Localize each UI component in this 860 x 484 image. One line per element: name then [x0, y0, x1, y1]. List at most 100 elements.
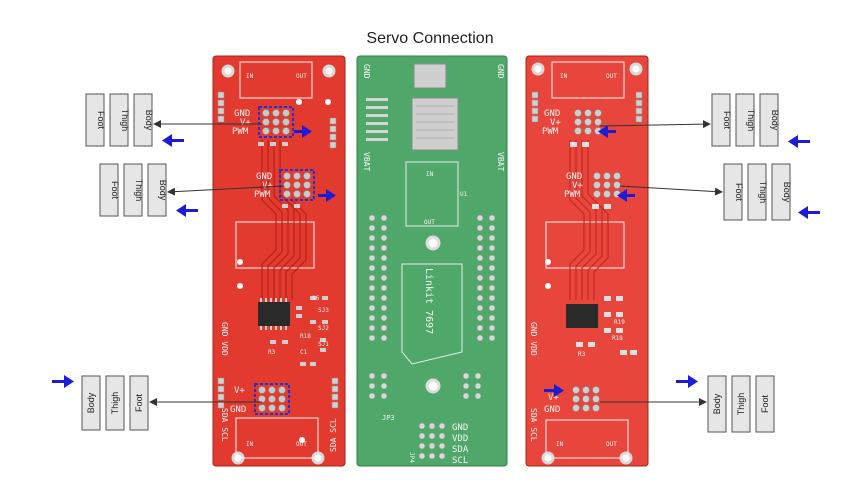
svg-text:Thigh: Thigh	[120, 109, 130, 132]
svg-text:Foot: Foot	[96, 111, 106, 130]
svg-text:Thigh: Thigh	[736, 393, 746, 416]
servo-label-group-right-2: Foot Thigh Body	[723, 163, 792, 221]
servo-box-thigh	[747, 163, 767, 221]
servo-box-body	[771, 163, 791, 221]
servo-box-thigh	[731, 375, 751, 433]
svg-text:Foot: Foot	[734, 183, 744, 202]
svg-text:GND: GND	[234, 109, 250, 119]
svg-text:GND VDD: GND VDD	[529, 322, 538, 356]
svg-text:Body: Body	[158, 180, 168, 201]
svg-text:R3: R3	[578, 351, 586, 358]
connector-line	[167, 185, 285, 196]
servo-label-group-left-2: Foot Thigh Body	[99, 163, 168, 217]
servo-header-5: GND V+ PWM	[564, 172, 621, 209]
svg-text:SDA SCL: SDA SCL	[529, 408, 538, 442]
servo-box-body	[759, 93, 779, 147]
blue-arrow-icon	[162, 134, 184, 147]
silk-ref: JP3	[382, 414, 395, 422]
silk-side-label: SDA SCL	[220, 408, 229, 442]
servo-box-foot	[755, 375, 775, 433]
blue-arrow-icon	[318, 189, 336, 202]
connector-line	[619, 185, 723, 196]
silk-ref: C1	[300, 349, 308, 356]
mounting-hole	[531, 62, 545, 76]
silk-ref: 16	[312, 295, 320, 302]
blue-arrow-icon	[598, 125, 616, 138]
blue-arrow-icon	[676, 375, 698, 388]
servo-label-group-right-1: Foot Thigh Body	[711, 93, 780, 147]
servo-label-group-left-1: Foot Thigh Body	[85, 93, 154, 147]
servo-header-2: GND V+ PWM	[254, 169, 315, 208]
svg-text:GND: GND	[256, 172, 272, 182]
silk-side-label: SDA SCL	[329, 418, 338, 452]
voltage-regulator	[413, 63, 447, 89]
silk-ref: JP4	[408, 452, 415, 463]
servo-box-thigh	[105, 375, 125, 431]
svg-text:PWM: PWM	[232, 127, 249, 137]
mounting-hole	[425, 235, 441, 251]
svg-text:GND: GND	[544, 109, 560, 119]
mounting-hole	[325, 99, 331, 105]
servo-label-group-left-3: Body Thigh Foot	[81, 375, 149, 431]
svg-text:Body: Body	[144, 110, 154, 131]
svg-text:V+: V+	[240, 118, 251, 128]
silk-gnd-label: GND	[496, 64, 505, 79]
svg-text:Body: Body	[782, 182, 792, 203]
connector-line	[599, 120, 711, 129]
svg-text:Thigh: Thigh	[134, 179, 144, 202]
voltage-regulator	[411, 97, 459, 151]
svg-text:Thigh: Thigh	[110, 392, 120, 415]
servo-box-foot	[711, 93, 731, 147]
blue-arrow-icon	[176, 204, 198, 217]
blue-arrow-icon	[798, 206, 820, 219]
silk-ref: R18	[300, 333, 311, 340]
silk-ref: SJ2	[318, 325, 329, 332]
svg-text:Foot: Foot	[760, 394, 770, 413]
svg-text:Foot: Foot	[134, 393, 144, 412]
servo-box-foot	[99, 163, 119, 217]
servo-box-foot	[723, 163, 743, 221]
silk-in-label: IN	[426, 171, 434, 178]
chip-ic	[566, 304, 598, 328]
mounting-hole	[296, 99, 302, 105]
silk-out-label: OUT	[296, 441, 307, 448]
silk-ref: U1	[460, 191, 468, 198]
right-red-pcb: IN OUT IN OUT R19 R18 R3 GND VDD SD	[525, 55, 649, 467]
servo-box-thigh	[735, 93, 755, 147]
servo-header-6: V+ GND	[544, 386, 600, 415]
svg-text:Body: Body	[770, 110, 780, 131]
servo-box-foot	[129, 375, 149, 431]
silk-in-label: IN	[246, 441, 254, 448]
svg-text:PWM: PWM	[542, 127, 559, 137]
svg-text:OUT: OUT	[606, 441, 617, 448]
silk-vbat-label: VBAT	[496, 152, 505, 171]
mounting-hole	[629, 62, 643, 76]
silk-scl-label: SCL	[452, 456, 468, 466]
silk-side-label: GND VDD	[220, 322, 229, 356]
svg-text:IN: IN	[556, 441, 564, 448]
blue-arrow-icon	[294, 125, 312, 138]
servo-label-group-right-3: Body Thigh Foot	[707, 375, 775, 433]
blue-arrow-icon	[617, 189, 635, 202]
silk-ref: SJ3	[318, 307, 329, 314]
svg-text:OUT: OUT	[606, 73, 617, 80]
center-green-pcb: GND GND VBAT VBAT IN OUT U1	[356, 55, 508, 467]
left-red-pcb: IN OUT IN OUT	[212, 55, 346, 467]
servo-box-thigh	[109, 93, 129, 147]
svg-text:V+: V+	[550, 118, 561, 128]
mounting-hole	[425, 378, 441, 394]
svg-text:Body: Body	[712, 393, 722, 414]
mounting-hole	[299, 437, 305, 443]
svg-text:V+: V+	[262, 181, 273, 191]
svg-text:V+: V+	[572, 181, 583, 191]
mounting-hole	[237, 259, 243, 265]
mounting-hole	[545, 283, 551, 289]
svg-text:GND: GND	[230, 405, 246, 415]
servo-header-1: GND V+ PWM	[232, 106, 294, 146]
servo-box-foot	[85, 93, 105, 147]
silk-vbat-label: VBAT	[362, 152, 371, 171]
servo-box-body	[147, 163, 167, 217]
blue-arrow-icon	[544, 384, 564, 397]
mounting-hole	[221, 64, 235, 78]
